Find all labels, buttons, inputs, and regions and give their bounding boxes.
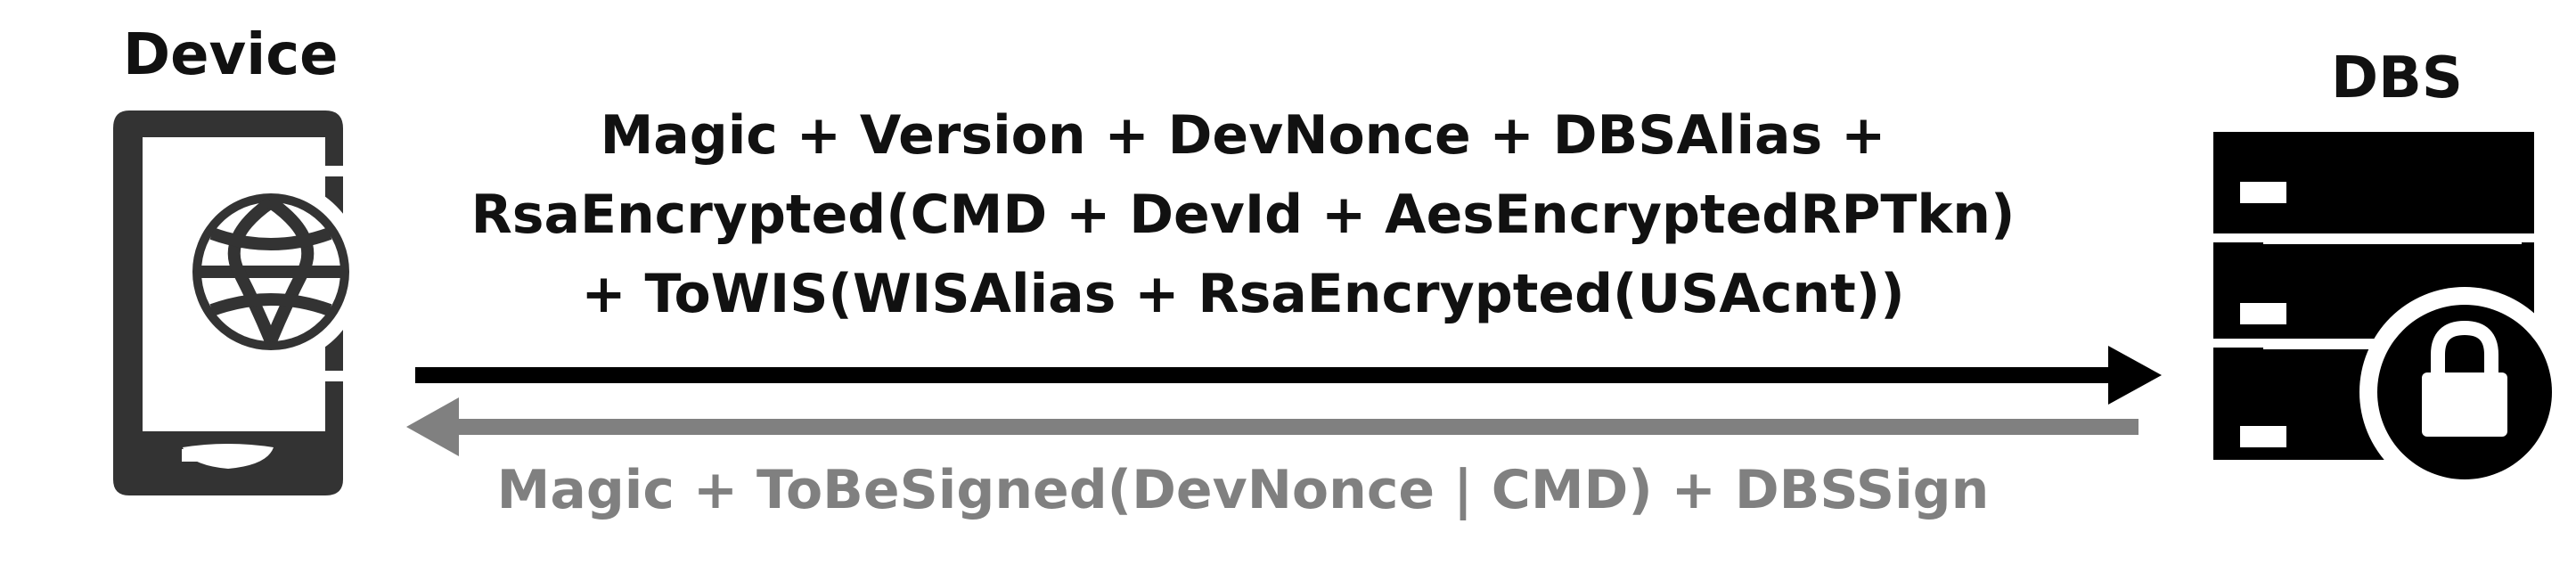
request-line-2: RsaEncrypted(CMD + DevId + AesEncryptedR… <box>470 184 2016 246</box>
globe-icon <box>178 179 364 364</box>
lock-icon <box>2359 287 2570 497</box>
request-line-3: + ToWIS(WISAlias + RsaEncrypted(USAcnt)) <box>581 263 1905 325</box>
request-line-1: Magic + Version + DevNonce + DBSAlias + <box>600 104 1886 167</box>
request-arrow <box>415 346 2162 405</box>
device-label: Device <box>123 22 339 88</box>
response-message: Magic + ToBeSigned(DevNonce | CMD) + DBS… <box>496 459 1990 521</box>
response-arrow <box>406 397 2138 456</box>
server-lock-icon <box>2213 132 2570 497</box>
dbs-label: DBS <box>2331 45 2463 111</box>
request-message: Magic + Version + DevNonce + DBSAlias + … <box>392 96 2094 334</box>
smartphone-globe-icon <box>113 111 364 495</box>
